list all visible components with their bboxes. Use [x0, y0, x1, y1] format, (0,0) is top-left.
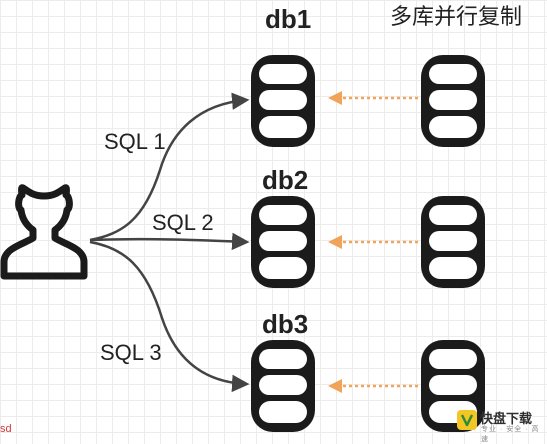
watermark-logo-icon	[457, 410, 477, 430]
user-icon	[0, 184, 88, 280]
db2-label: db2	[262, 165, 309, 195]
sql-1-label: SQL 1	[104, 129, 166, 154]
watermark-brand: 快盘下载	[480, 411, 533, 426]
sql-2-arrow	[89, 232, 250, 251]
db1-label: db1	[265, 4, 312, 34]
db3-database-icon	[251, 340, 315, 432]
db1-replica-database-icon	[421, 55, 485, 147]
watermark: 快盘下载 专业 · 安全 · 高速	[456, 407, 546, 443]
db1-database-icon	[251, 55, 315, 147]
watermark-tagline: 专业 · 安全 · 高速	[481, 426, 540, 443]
db3-label: db3	[262, 309, 309, 339]
sql-3-arrow	[89, 240, 250, 393]
edge-note: sd	[0, 423, 12, 435]
replication-arrow-3	[328, 379, 418, 393]
replication-arrow-1	[328, 91, 418, 105]
sql-2-label: SQL 2	[152, 210, 214, 235]
db2-database-icon	[251, 196, 315, 288]
sql-3-label: SQL 3	[100, 340, 162, 365]
diagram-caption: 多库并行复制	[390, 4, 523, 29]
db2-replica-database-icon	[421, 196, 485, 288]
replication-arrow-2	[328, 235, 418, 249]
sql-1-arrow	[89, 92, 250, 242]
